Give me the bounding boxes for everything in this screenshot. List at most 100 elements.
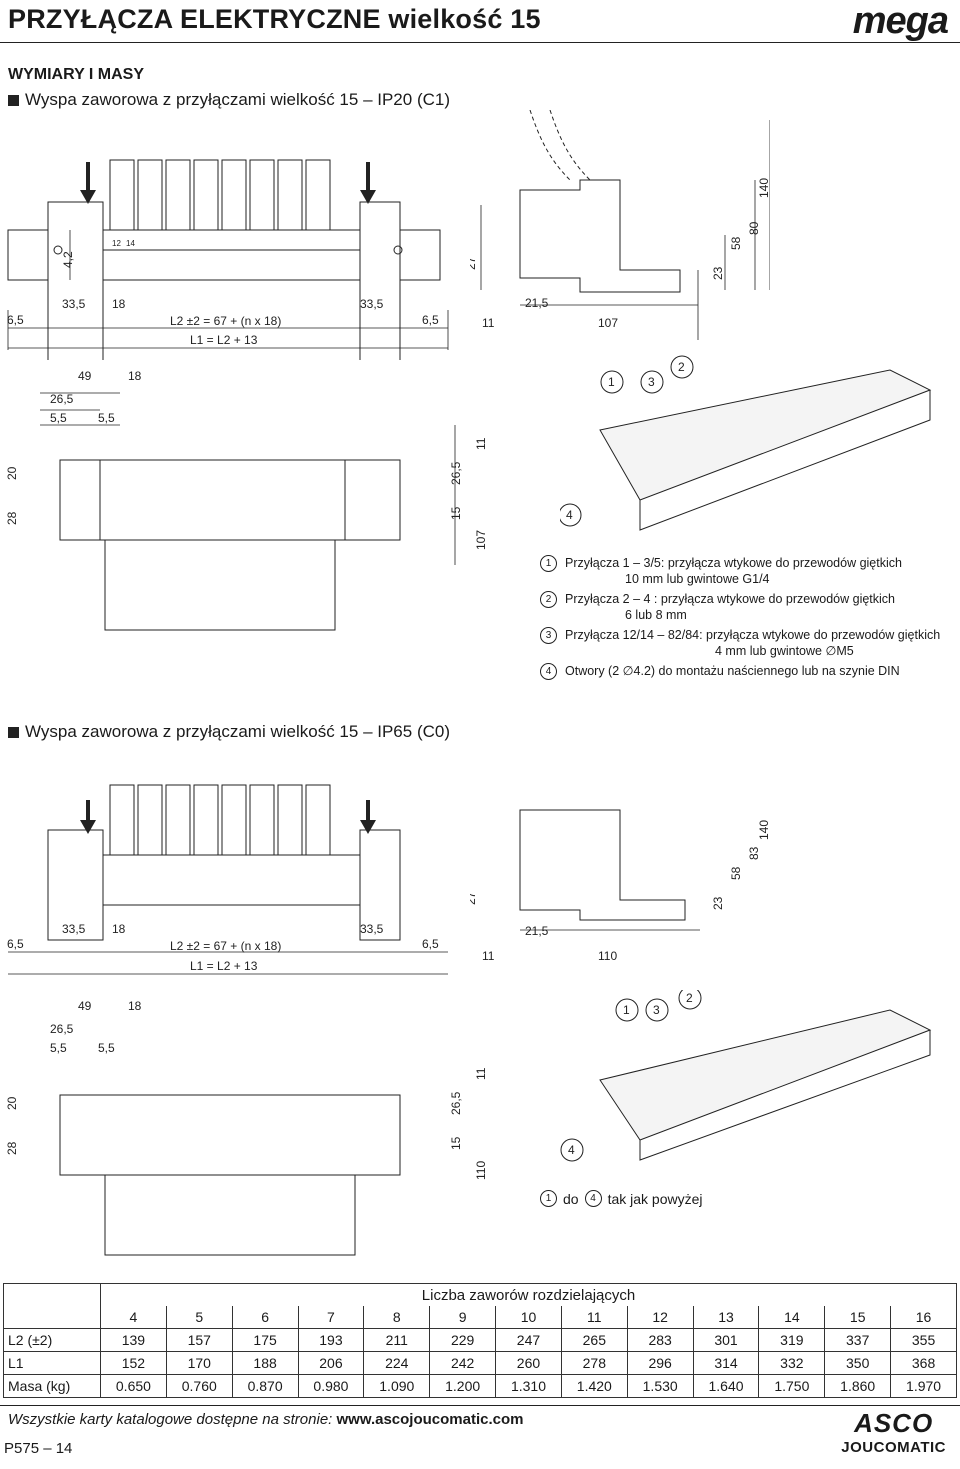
ip65-callout-1: 1 (623, 1003, 630, 1017)
ip65-callout-2: 2 (686, 991, 693, 1005)
ip65-dim-6-5-left: 6,5 (7, 937, 24, 951)
legend-ip65-num-4: 4 (584, 1190, 602, 1207)
table-cell: 1.200 (429, 1374, 497, 1398)
ip65-top-dim-15: 15 (449, 1136, 463, 1150)
dim-6-5-left: 6,5 (7, 313, 24, 327)
table-cell: 1.420 (560, 1374, 628, 1398)
iso-view-ip20: 1 3 2 4 (560, 355, 932, 531)
iso-view-ip65: 1 3 2 4 (560, 990, 932, 1162)
legend-text-3: Przyłącza 12/14 – 82/84: przyłącza wtyko… (565, 628, 941, 642)
table-cell: 229 (429, 1328, 497, 1352)
ip65-side-dim-21-5: 21,5 (525, 924, 549, 938)
table-cell: 139 (100, 1328, 167, 1352)
table-cell: 211 (363, 1328, 431, 1352)
brand-asco: ASCO (854, 1408, 934, 1438)
table-cell: 0.980 (297, 1374, 365, 1398)
ip65-top-dim-28: 28 (5, 1141, 19, 1155)
side-dim-27: 27 (470, 256, 478, 270)
footer-divider (0, 1405, 960, 1406)
ip65-dim-33-5-left: 33,5 (62, 922, 86, 936)
table-cell: 152 (100, 1351, 167, 1375)
column-header: 6 (231, 1306, 299, 1329)
legend-ip65-tail: tak jak powyżej (607, 1190, 703, 1207)
ip65-top-dim-26-5: 26,5 (50, 1022, 74, 1036)
side-view-ip20: 27 11 21,5 107 23 58 80 140 (470, 110, 770, 340)
legend-text-2b: 6 lub 8 mm (625, 608, 687, 622)
table-cell: 337 (824, 1328, 892, 1352)
dim-6-5-right: 6,5 (422, 313, 439, 327)
legend-ip65: 1 do 4 tak jak powyżej (540, 1190, 703, 1207)
column-header: 5 (165, 1306, 233, 1329)
front-view-ip20: 6,5 33,5 18 33,5 6,5 4,2 L2 ±2 = 67 + (n… (7, 159, 449, 360)
bullet-square-icon (8, 726, 19, 738)
footer-url[interactable]: www.ascojoucomatic.com (336, 1411, 524, 1428)
ip65-formula-l1: L1 = L2 + 13 (190, 959, 258, 973)
table-cell: 319 (758, 1328, 826, 1352)
legend-num-3: 3 (540, 627, 557, 644)
table-cell: 1.970 (890, 1374, 957, 1398)
table-cell: 193 (297, 1328, 365, 1352)
table-cell: 283 (626, 1328, 694, 1352)
top-dim-15: 15 (449, 506, 463, 520)
ip65-callout-4: 4 (568, 1143, 575, 1157)
dim-18: 18 (112, 297, 126, 311)
ip65-top-dim-110: 110 (474, 1161, 488, 1180)
footer-text: Wszystkie karty katalogowe dostępne na s… (8, 1411, 337, 1428)
bullet-square-icon (8, 94, 19, 106)
table-cell: 247 (495, 1328, 562, 1352)
table-cell: 1.750 (758, 1374, 826, 1398)
table-cell: 0.760 (165, 1374, 233, 1398)
top-view-ip20: 49 18 26,5 5,5 5,5 20 28 15 26,5 11 107 (5, 369, 488, 631)
ip65-top-dim-5-5-a: 5,5 (50, 1041, 67, 1055)
front-view-ip65: 6,5 33,5 18 33,5 6,5 L2 ±2 = 67 + (n x 1… (7, 784, 448, 975)
page-number: P575 – 14 (4, 1440, 73, 1457)
table-cell: 1.860 (824, 1374, 892, 1398)
formula-l2: L2 ±2 = 67 + (n x 18) (170, 314, 281, 328)
dim-4-2: 4,2 (61, 251, 75, 268)
legend-text-3b: 4 mm lub gwintowe ∅M5 (715, 644, 854, 658)
part2-heading: Wyspa zaworowa z przyłączami wielkość 15… (8, 722, 450, 742)
table-cell: 368 (890, 1351, 957, 1375)
row-label: L1 (3, 1351, 101, 1375)
asco-joucomatic-logo: ASCO JOUCOMATIC (841, 1408, 946, 1456)
legend-ip65-num-1: 1 (540, 1190, 557, 1207)
callout-1: 1 (608, 375, 615, 389)
top-dim-26-5: 26,5 (50, 392, 74, 406)
legend-num-2: 2 (540, 591, 557, 608)
table-cell: 170 (165, 1351, 233, 1375)
table-cell: 332 (758, 1351, 826, 1375)
table-cell: 224 (363, 1351, 431, 1375)
ip65-top-dim-18: 18 (128, 999, 142, 1013)
part2-heading-text: Wyspa zaworowa z przyłączami wielkość 15… (25, 722, 450, 741)
legend-num-1: 1 (540, 555, 557, 572)
table-cell: 296 (626, 1351, 694, 1375)
column-header: 10 (495, 1306, 562, 1329)
column-header: 12 (626, 1306, 694, 1329)
ip65-top-dim-20: 20 (5, 1096, 19, 1110)
dim-33-5-right: 33,5 (360, 297, 384, 311)
part1-heading: Wyspa zaworowa z przyłączami wielkość 15… (8, 90, 450, 110)
top-dim-20: 20 (5, 466, 19, 480)
ip65-side-dim-83: 83 (747, 846, 761, 860)
top-dim-5-5-a: 5,5 (50, 411, 67, 425)
table-cell: 175 (231, 1328, 299, 1352)
ip65-dim-33-5-right: 33,5 (360, 922, 384, 936)
ip65-dim-6-5-right: 6,5 (422, 937, 439, 951)
side-dim-107: 107 (598, 316, 618, 330)
row-label: Masa (kg) (3, 1374, 101, 1398)
column-header: 15 (824, 1306, 892, 1329)
top-dim-28: 28 (5, 511, 19, 525)
top-dim-26-5: 26,5 (449, 461, 463, 485)
port-14-label: 14 (126, 239, 135, 248)
side-dim-80: 80 (747, 221, 761, 235)
table-cell: 157 (165, 1328, 233, 1352)
section-title: WYMIARY I MASY (8, 66, 145, 83)
table-cell: 314 (692, 1351, 760, 1375)
table-cell: 1.090 (363, 1374, 431, 1398)
table-cell: 301 (692, 1328, 760, 1352)
